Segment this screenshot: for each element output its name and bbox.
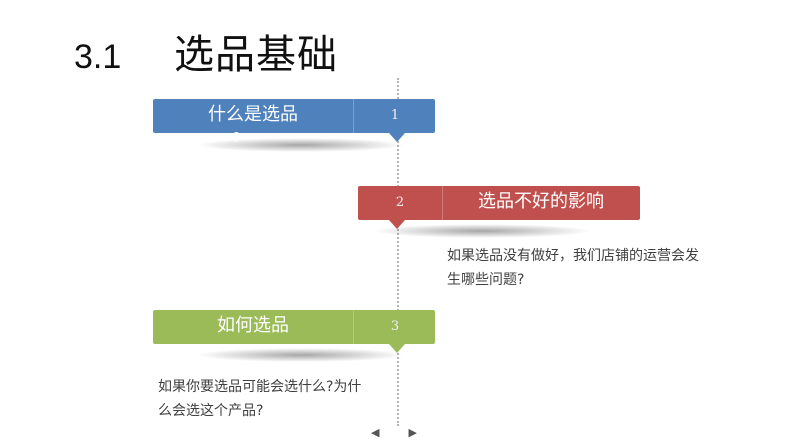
- bar-shadow: [196, 138, 406, 152]
- prev-arrow-icon[interactable]: ◀: [371, 426, 380, 439]
- step-1-number: 1: [353, 99, 436, 133]
- next-arrow-icon[interactable]: ▶: [408, 426, 417, 439]
- timeline-nav: ◀ ▶: [371, 426, 417, 440]
- section-number: 3.1: [74, 38, 122, 76]
- step-3-label: 如何选品: [217, 315, 289, 336]
- step-3-description: 如果你要选品可能会选什么?为什么会选这个产品?: [158, 379, 362, 419]
- timeline-axis: [397, 78, 399, 426]
- timeline-step-3[interactable]: 如何选品 3: [153, 310, 436, 353]
- bar-shadow: [196, 348, 406, 362]
- section-title: 选品基础: [174, 32, 338, 78]
- step-3-number: 3: [353, 310, 436, 344]
- step-1-label-overflow: ?: [233, 131, 240, 146]
- step-1-label: 什么是选品: [208, 104, 298, 125]
- slide-title: 3.1 选品基础: [74, 22, 338, 78]
- bar-shadow: [372, 224, 592, 238]
- step-2-description: 如果选品没有做好，我们店铺的运营会发生哪些问题?: [447, 248, 699, 288]
- step-2-pointer: [389, 220, 405, 229]
- step-2-label: 选品不好的影响: [478, 191, 604, 212]
- step-3-pointer: [389, 344, 405, 353]
- timeline-step-2[interactable]: 2 选品不好的影响: [358, 186, 640, 229]
- step-1-pointer: [389, 133, 405, 142]
- step-2-number: 2: [358, 186, 443, 220]
- timeline-step-1[interactable]: 什么是选品 1: [153, 99, 436, 142]
